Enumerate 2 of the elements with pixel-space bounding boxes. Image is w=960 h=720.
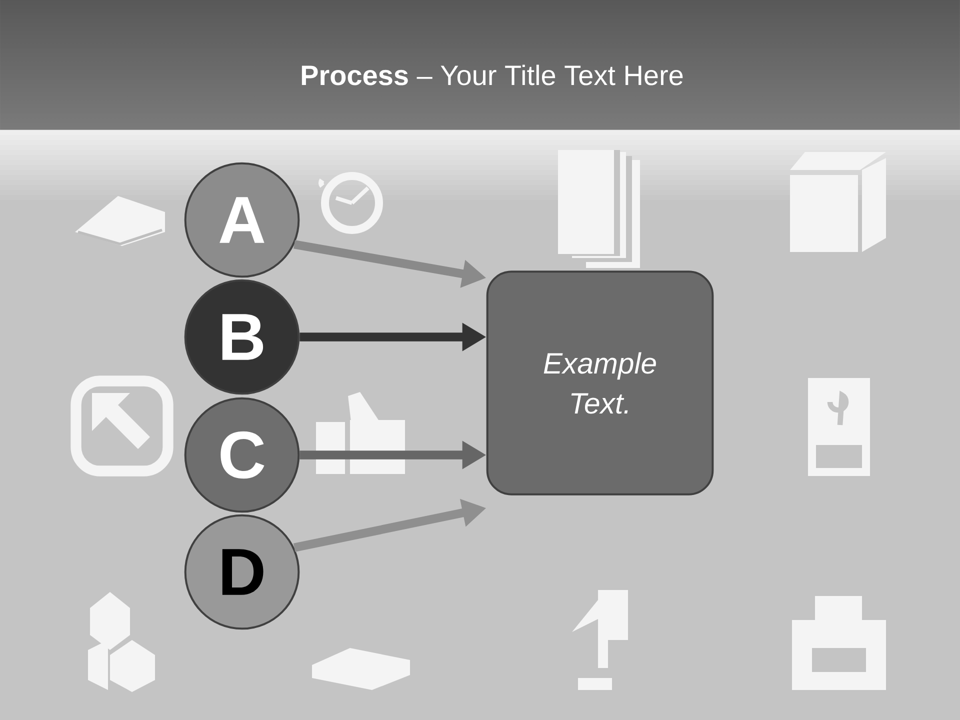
process-box: Example Text. <box>486 270 714 496</box>
slide-title: Process – Your Title Text Here <box>302 64 683 86</box>
